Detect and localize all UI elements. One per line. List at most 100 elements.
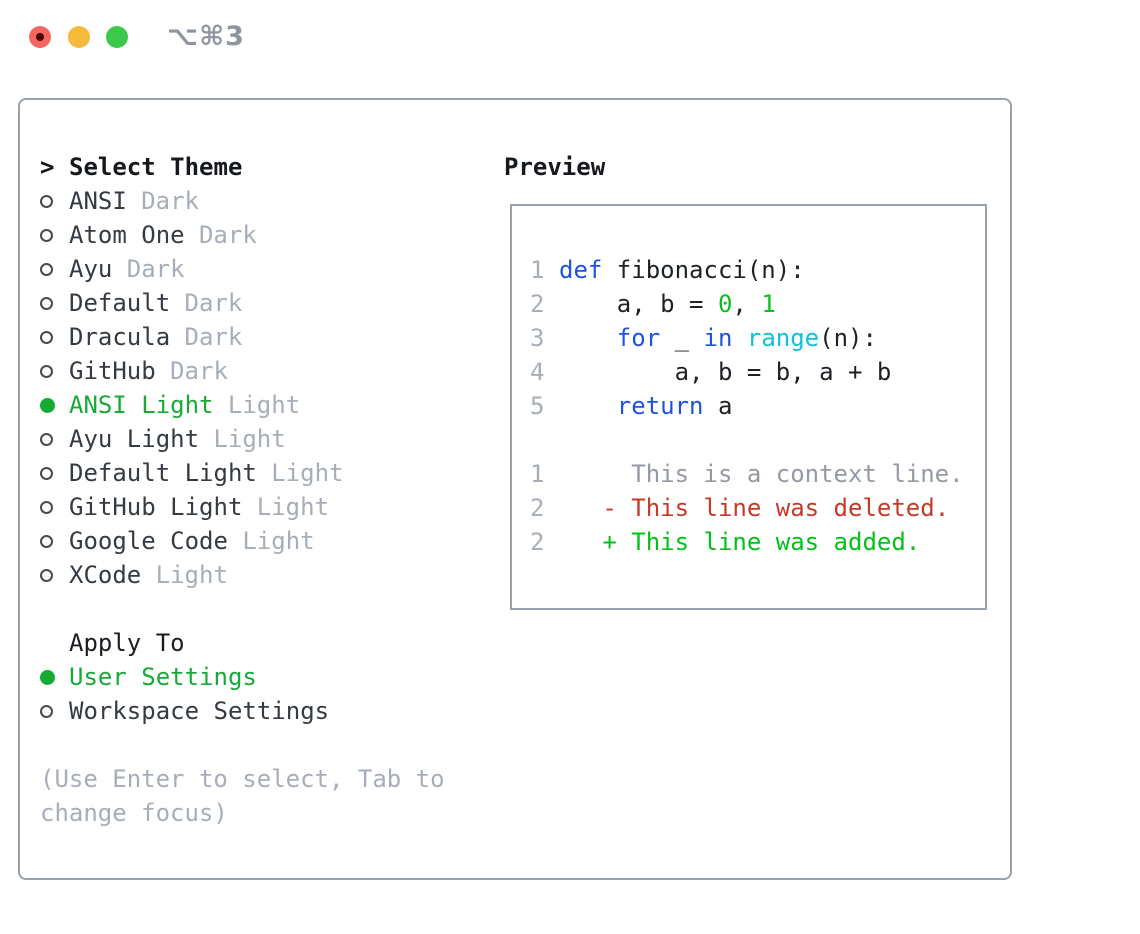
- radio-icon: [40, 364, 53, 378]
- line-number: 5: [530, 392, 545, 420]
- radio-icon: [40, 330, 53, 344]
- code-segment: [559, 324, 617, 352]
- code-segment: 0: [717, 290, 733, 318]
- option-label: GitHub Light: [69, 493, 243, 521]
- option-variant-tag: Dark: [170, 357, 228, 385]
- code-segment: fibonacci(n):: [602, 256, 805, 284]
- option-variant-tag: Dark: [184, 289, 243, 317]
- code-segment: a, b = b, a + b: [559, 358, 892, 386]
- code-segment: [559, 392, 617, 420]
- line-number: 2: [530, 290, 545, 318]
- code-text: def fibonacci(n):: [559, 253, 805, 287]
- option-variant-tag: Dark: [198, 221, 257, 249]
- option-label: ANSI Light: [69, 391, 214, 419]
- minimize-button[interactable]: [67, 26, 90, 48]
- theme-list-header-row: >Select Theme: [40, 150, 445, 184]
- code-line: 1 This is a context line.: [530, 457, 985, 491]
- theme-list-title: Select Theme: [69, 153, 243, 181]
- option-label: Workspace Settings: [69, 697, 330, 725]
- line-number: 2: [530, 494, 545, 522]
- radio-icon: [40, 432, 53, 446]
- apply-to-header-row: Apply To: [40, 626, 445, 660]
- code-line: 2 a, b = 0, 1: [530, 287, 985, 321]
- radio-selected-icon: [40, 669, 55, 685]
- option-variant-tag: Light: [271, 459, 344, 487]
- option-label: Ayu Light: [69, 425, 200, 453]
- radio-marker: [40, 330, 69, 344]
- radio-icon: [40, 262, 53, 276]
- code-segment: [559, 494, 602, 522]
- line-number: 1: [530, 460, 545, 488]
- line-number: 3: [530, 324, 545, 352]
- section-gap: [40, 592, 445, 626]
- line-number: 1: [530, 256, 545, 284]
- radio-marker: [40, 364, 69, 378]
- radio-marker: [40, 397, 69, 413]
- radio-icon: [40, 704, 53, 718]
- code-segment: This is a context line.: [559, 460, 964, 488]
- preview-title: Preview: [504, 153, 606, 181]
- option-label: Google Code: [69, 527, 228, 555]
- theme-option[interactable]: ANSI Dark: [40, 184, 445, 218]
- line-number: 4: [530, 358, 545, 386]
- radio-marker: [40, 669, 69, 685]
- theme-option[interactable]: User Settings: [40, 660, 445, 694]
- traffic-lights: [29, 26, 128, 48]
- option-label: XCode: [69, 561, 142, 589]
- radio-marker: [40, 228, 69, 242]
- section-gap: [40, 728, 445, 762]
- zoom-button[interactable]: [106, 26, 128, 48]
- code-text: a, b = b, a + b: [559, 355, 892, 389]
- option-variant-tag: Light: [213, 425, 286, 453]
- line-number: 2: [530, 528, 545, 556]
- code-segment: (n):: [819, 324, 877, 352]
- code-line: 2 - This line was deleted.: [530, 491, 985, 525]
- code-line: 2 + This line was added.: [530, 525, 985, 559]
- option-variant-tag: Light: [242, 527, 315, 555]
- code-segment: 1: [761, 290, 776, 318]
- theme-option[interactable]: Ayu Light Light: [40, 422, 445, 456]
- option-label: ANSI: [69, 187, 127, 215]
- option-variant-tag: Dark: [141, 187, 199, 215]
- theme-option[interactable]: GitHub Light Light: [40, 490, 445, 524]
- code-text: a, b = 0, 1: [559, 287, 776, 321]
- code-segment: - This line was deleted.: [602, 494, 950, 522]
- code-line: 4 a, b = b, a + b: [530, 355, 985, 389]
- option-variant-tag: Light: [256, 493, 330, 521]
- radio-icon: [40, 296, 53, 310]
- radio-marker: [40, 704, 69, 718]
- theme-option[interactable]: Google Code Light: [40, 524, 445, 558]
- theme-option[interactable]: Workspace Settings: [40, 694, 445, 728]
- theme-option[interactable]: ANSI Light Light: [40, 388, 445, 422]
- code-segment: range: [746, 324, 820, 352]
- code-line: 1 def fibonacci(n):: [530, 253, 985, 287]
- code-segment: ,: [732, 290, 762, 318]
- code-segment: [559, 528, 602, 556]
- option-variant-tag: Dark: [184, 323, 243, 351]
- code-line: 5 return a: [530, 389, 985, 423]
- theme-option[interactable]: Default Light Light: [40, 456, 445, 490]
- preview-column: Preview: [504, 150, 605, 184]
- radio-marker: [40, 262, 69, 276]
- help-text-line-2: change focus): [40, 799, 228, 827]
- code-segment: def: [559, 256, 603, 284]
- close-button[interactable]: [29, 26, 51, 48]
- option-variant-tag: Light: [227, 391, 301, 419]
- code-segment: a, b =: [559, 290, 718, 318]
- option-label: User Settings: [69, 663, 257, 691]
- code-text: This is a context line.: [559, 457, 964, 491]
- option-label: Default Light: [69, 459, 257, 487]
